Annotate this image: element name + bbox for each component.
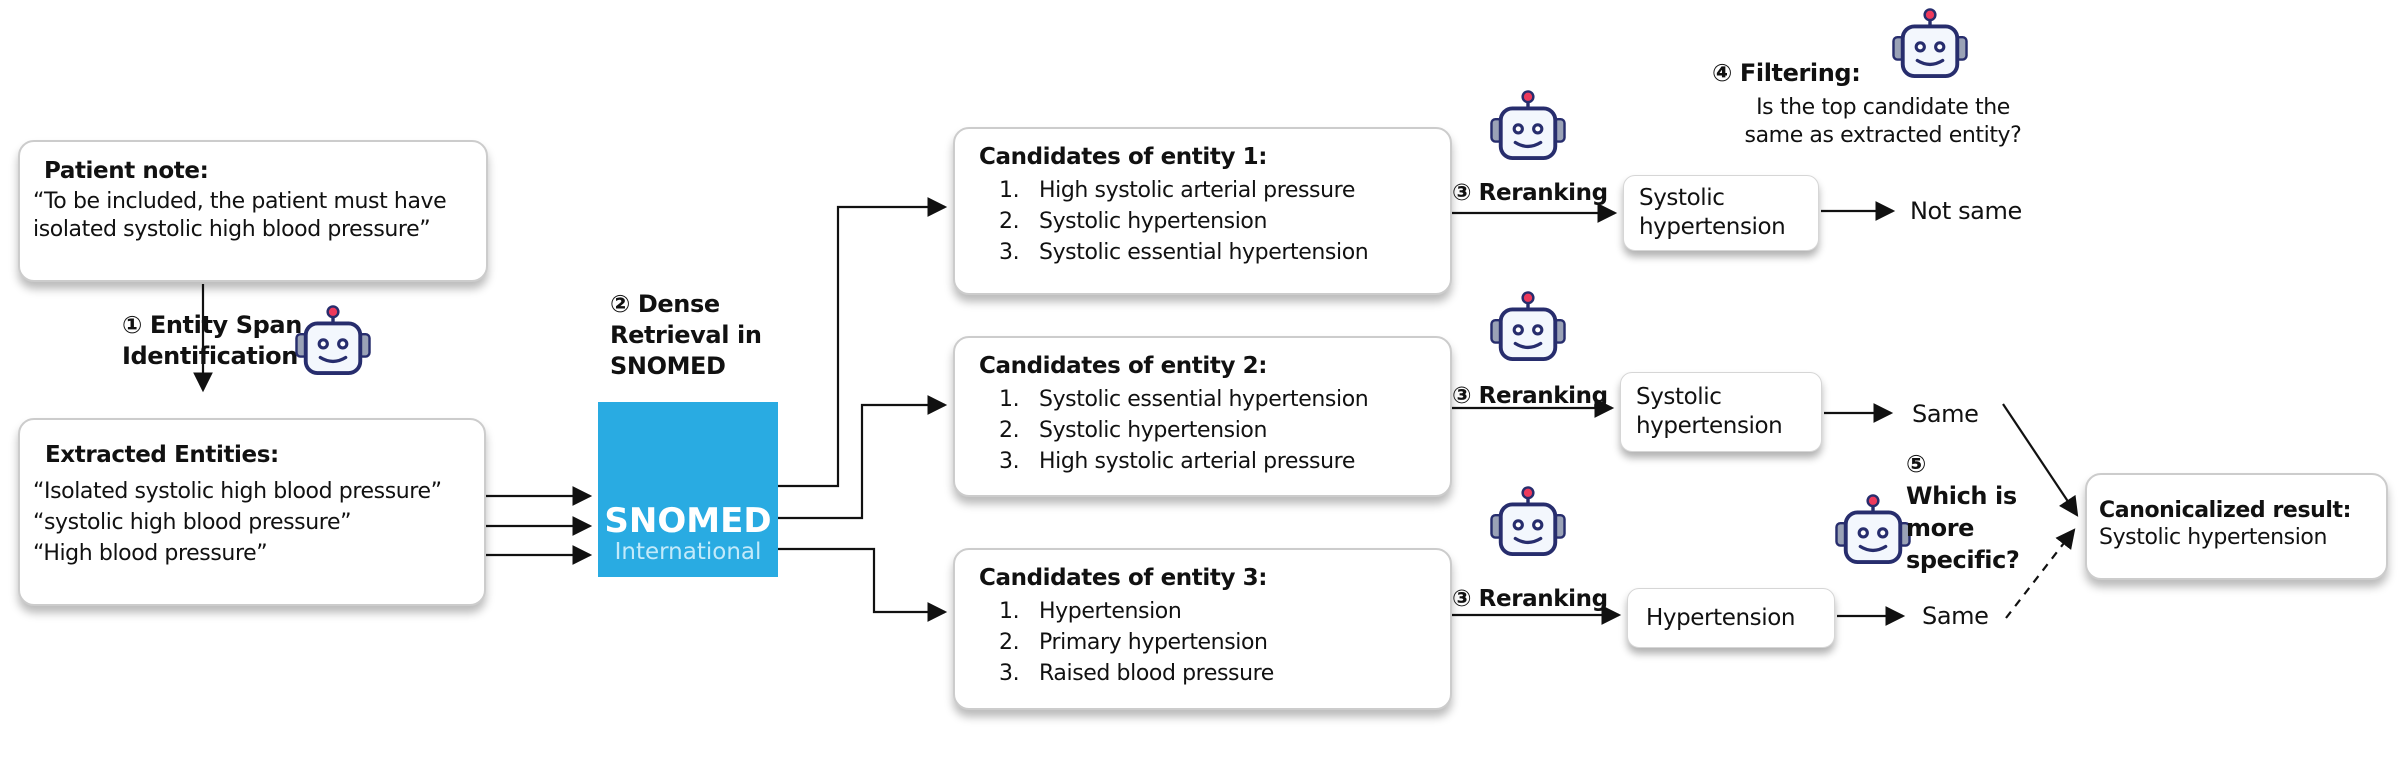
candidate-text: Systolic essential hypertension xyxy=(1039,240,1369,265)
rerank-result-box-3: Hypertension xyxy=(1627,588,1835,648)
step1-label: ① Entity Span Identification xyxy=(122,310,302,372)
patient-note-line: isolated systolic high blood pressure” xyxy=(33,217,431,242)
step2-label-line: SNOMED xyxy=(610,352,726,380)
step2-label-line: Retrieval in xyxy=(610,321,762,349)
candidate-item: 1. Systolic essential hypertension xyxy=(999,384,1450,415)
candidate-ordinal: 2. xyxy=(999,630,1020,655)
robot-icon-specificity xyxy=(1834,492,1912,566)
patient-note-box: Patient note: “To be included, the patie… xyxy=(18,140,488,282)
step2-label: ② Dense Retrieval in SNOMED xyxy=(610,289,762,382)
step5-label-line: Which is xyxy=(1906,482,2017,510)
candidate-text: High systolic arterial pressure xyxy=(1039,449,1355,474)
extracted-entity: “Isolated systolic high blood pressure” xyxy=(33,479,442,504)
robot-icon-rerank-1 xyxy=(1489,88,1567,162)
candidate-ordinal: 2. xyxy=(999,209,1020,234)
candidate-ordinal: 3. xyxy=(999,661,1020,686)
rerank-result-line: Systolic xyxy=(1636,384,1722,410)
candidate-text: Systolic hypertension xyxy=(1039,209,1268,234)
candidate-item: 1. Hypertension xyxy=(999,596,1450,627)
rerank-result-line: hypertension xyxy=(1636,413,1783,439)
canonicalized-result-title: Canonicalized result: xyxy=(2099,498,2352,523)
extracted-entities-box: Extracted Entities: “Isolated systolic h… xyxy=(18,418,486,606)
candidates-title: Candidates of entity 1: xyxy=(979,144,1268,170)
candidate-ordinal: 1. xyxy=(999,599,1020,624)
candidate-item: 3. Raised blood pressure xyxy=(999,658,1450,689)
rerank-label-2: ③ Reranking xyxy=(1452,383,1608,409)
outcome-not-same: Not same xyxy=(1910,197,2022,225)
candidate-item: 3. Systolic essential hypertension xyxy=(999,237,1450,268)
candidate-item: 2. Primary hypertension xyxy=(999,627,1450,658)
canonicalized-result-box: Canonicalized result: Systolic hypertens… xyxy=(2085,473,2388,580)
robot-icon-rerank-2 xyxy=(1489,289,1567,363)
rerank-result-line: hypertension xyxy=(1639,214,1786,240)
step2-label-line: ② Dense xyxy=(610,290,720,318)
step5-label-line: ⑤ xyxy=(1906,450,1926,478)
candidate-text: Primary hypertension xyxy=(1039,630,1268,655)
connector-snomed-candidates1 xyxy=(778,197,948,488)
step4-question-line: Is the top candidate the xyxy=(1756,95,2010,120)
step4-question: Is the top candidate the same as extract… xyxy=(1698,94,2068,150)
step5-label: ⑤ Which is more specific? xyxy=(1906,448,2020,576)
step5-label-line: specific? xyxy=(1906,546,2020,574)
arrow-same2-to-result xyxy=(2002,403,2079,517)
step1-label-line: Identification xyxy=(122,342,298,370)
candidate-text: Raised blood pressure xyxy=(1039,661,1274,686)
extracted-entities-title: Extracted Entities: xyxy=(45,442,279,468)
candidates-entity3-box: Candidates of entity 3: 1. Hypertension 2… xyxy=(953,548,1452,710)
extracted-entity: “High blood pressure” xyxy=(33,541,268,566)
canonicalized-result-value: Systolic hypertension xyxy=(2099,525,2328,550)
candidate-ordinal: 1. xyxy=(999,178,1020,203)
candidate-ordinal: 2. xyxy=(999,418,1020,443)
snomed-logo: SNOMED International xyxy=(598,402,778,577)
rerank-result-line: Systolic xyxy=(1639,185,1725,211)
candidate-text: Hypertension xyxy=(1039,599,1182,624)
connector-snomed-candidates2 xyxy=(778,395,948,520)
step5-label-line: more xyxy=(1906,514,1975,542)
candidate-text: High systolic arterial pressure xyxy=(1039,178,1355,203)
arrow-same3-to-result-dashed xyxy=(2005,528,2076,619)
candidate-ordinal: 1. xyxy=(999,387,1020,412)
rerank-label-1: ③ Reranking xyxy=(1452,180,1608,206)
outcome-same-3: Same xyxy=(1922,602,1989,630)
rerank-label-3: ③ Reranking xyxy=(1452,586,1608,612)
rerank-result-line: Hypertension xyxy=(1646,604,1796,631)
candidates-title: Candidates of entity 3: xyxy=(979,565,1268,591)
robot-icon-rerank-3 xyxy=(1489,484,1567,558)
rerank-result-box-1: Systolic hypertension xyxy=(1623,175,1819,251)
rerank-result-box-2: Systolic hypertension xyxy=(1620,372,1822,452)
connector-snomed-candidates3 xyxy=(778,547,948,622)
robot-icon-filtering xyxy=(1891,6,1969,80)
candidates-title: Candidates of entity 2: xyxy=(979,353,1268,379)
candidate-item: 1. High systolic arterial pressure xyxy=(999,175,1450,206)
patient-note-title: Patient note: xyxy=(44,158,209,184)
step4-question-line: same as extracted entity? xyxy=(1744,123,2022,148)
candidate-item: 2. Systolic hypertension xyxy=(999,415,1450,446)
candidates-entity1-box: Candidates of entity 1: 1. High systolic … xyxy=(953,127,1452,295)
outcome-same-2: Same xyxy=(1912,400,1979,428)
robot-icon-entity-span xyxy=(294,303,372,377)
candidate-ordinal: 3. xyxy=(999,449,1020,474)
patient-note-line: “To be included, the patient must have xyxy=(33,189,447,214)
candidate-item: 2. Systolic hypertension xyxy=(999,206,1450,237)
candidate-text: Systolic hypertension xyxy=(1039,418,1268,443)
candidate-text: Systolic essential hypertension xyxy=(1039,387,1369,412)
candidate-item: 3. High systolic arterial pressure xyxy=(999,446,1450,477)
snomed-logo-wordmark: SNOMED xyxy=(604,501,772,541)
candidate-ordinal: 3. xyxy=(999,240,1020,265)
candidates-entity2-box: Candidates of entity 2: 1. Systolic essen… xyxy=(953,336,1452,497)
step1-label-line: ① Entity Span xyxy=(122,311,302,339)
step4-title: ④ Filtering: xyxy=(1712,59,1861,87)
snomed-logo-subtitle: International xyxy=(614,539,762,565)
extracted-entity: “systolic high blood pressure” xyxy=(33,510,352,535)
